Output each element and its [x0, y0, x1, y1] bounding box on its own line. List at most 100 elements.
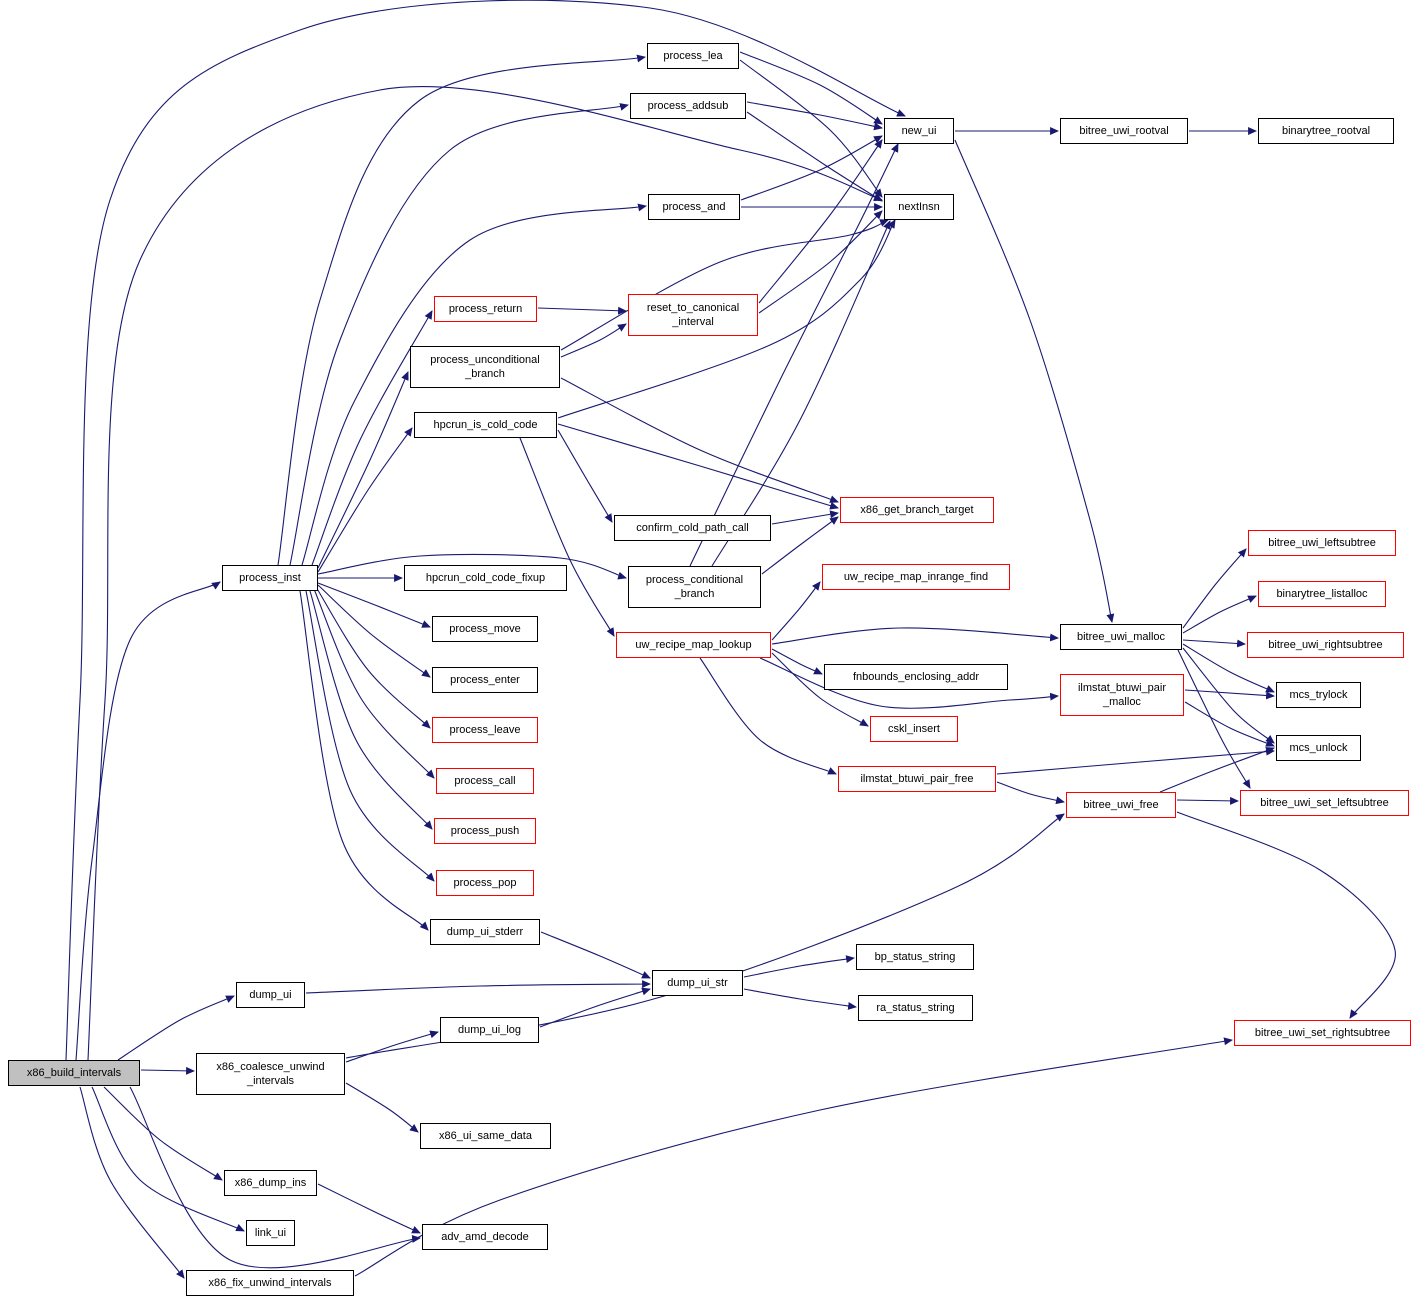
edge-dump_ui_stderr--dump_ui_str: [540, 931, 651, 979]
edge-new_ui--bitree_uwi_malloc: [954, 139, 1115, 623]
node-cskl_insert[interactable]: cskl_insert: [870, 716, 958, 742]
edge-process_lea--new_ui: [739, 51, 883, 125]
node-binarytree_listalloc[interactable]: binarytree_listalloc: [1258, 581, 1386, 607]
node-process_call[interactable]: process_call: [436, 768, 534, 794]
edge-hpcrun_is_cold_code--x86_get_branch_target: [557, 423, 839, 510]
node-bitree_uwi_malloc[interactable]: bitree_uwi_malloc: [1060, 624, 1182, 650]
edge-reset_to_canonical_interval--nextInsn: [758, 210, 883, 314]
edge-uw_recipe_map_lookup--ilmstat_btuwi_pair_free: [699, 657, 837, 775]
node-x86_get_branch_target[interactable]: x86_get_branch_target: [840, 497, 994, 523]
node-bitree_uwi_free[interactable]: bitree_uwi_free: [1066, 792, 1176, 818]
edge-x86_build_intervals--link_ui: [91, 1086, 245, 1232]
node-confirm_cold_path_call[interactable]: confirm_cold_path_call: [614, 515, 771, 541]
node-reset_to_canonical_interval[interactable]: reset_to_canonical _interval: [628, 294, 758, 336]
edge-process_addsub--new_ui: [746, 101, 883, 131]
node-process_enter[interactable]: process_enter: [432, 667, 538, 693]
edge-x86_build_intervals--dump_ui: [117, 995, 235, 1061]
node-x86_ui_same_data[interactable]: x86_ui_same_data: [420, 1123, 551, 1149]
node-ilmstat_btuwi_pair_malloc[interactable]: ilmstat_btuwi_pair _malloc: [1060, 674, 1184, 716]
node-mcs_trylock[interactable]: mcs_trylock: [1276, 682, 1361, 708]
edge-x86_build_intervals--adv_amd_decode: [129, 1086, 421, 1269]
node-dump_ui_str[interactable]: dump_ui_str: [652, 970, 743, 996]
edge-process_inst--process_pop: [305, 590, 435, 882]
edge-ilmstat_btuwi_pair_malloc--mcs_trylock: [1184, 689, 1275, 700]
node-bitree_uwi_leftsubtree[interactable]: bitree_uwi_leftsubtree: [1248, 530, 1396, 556]
node-process_lea[interactable]: process_lea: [647, 43, 739, 69]
node-nextInsn[interactable]: nextInsn: [884, 194, 954, 220]
node-adv_amd_decode[interactable]: adv_amd_decode: [422, 1224, 548, 1250]
edge-confirm_cold_path_call--x86_get_branch_target: [771, 510, 839, 525]
node-bp_status_string[interactable]: bp_status_string: [856, 944, 974, 970]
edge-x86_build_intervals--x86_coalesce_unwind_intervals: [140, 1066, 195, 1075]
node-process_inst[interactable]: process_inst: [222, 565, 318, 591]
edge-process_conditional_branch--new_ui: [689, 143, 899, 567]
edge-bitree_uwi_malloc--bitree_uwi_set_leftsubtree: [1177, 649, 1251, 789]
edge-bitree_uwi_free--bitree_uwi_set_leftsubtree: [1176, 796, 1239, 805]
edge-process_and--new_ui: [740, 135, 883, 201]
node-new_ui[interactable]: new_ui: [884, 118, 954, 144]
edge-bitree_uwi_malloc--mcs_unlock: [1182, 647, 1275, 744]
edge-process_inst--process_return: [311, 310, 433, 566]
edge-x86_dump_ins--adv_amd_decode: [317, 1183, 421, 1234]
node-process_pop[interactable]: process_pop: [436, 870, 534, 896]
node-hpcrun_is_cold_code[interactable]: hpcrun_is_cold_code: [414, 412, 557, 438]
node-bitree_uwi_set_rightsubtree[interactable]: bitree_uwi_set_rightsubtree: [1234, 1020, 1411, 1046]
edge-x86_build_intervals--nextInsn: [87, 86, 883, 1061]
edge-bitree_uwi_malloc--bitree_uwi_rightsubtree: [1182, 639, 1246, 648]
edge-process_inst--process_and: [301, 203, 647, 566]
node-x86_build_intervals[interactable]: x86_build_intervals: [8, 1060, 140, 1086]
edge-process_inst--process_leave: [315, 586, 431, 729]
node-bitree_uwi_rootval[interactable]: bitree_uwi_rootval: [1060, 118, 1188, 144]
node-x86_dump_ins[interactable]: x86_dump_ins: [224, 1170, 317, 1196]
node-link_ui[interactable]: link_ui: [246, 1220, 295, 1246]
edge-ilmstat_btuwi_pair_malloc--mcs_unlock: [1184, 701, 1275, 747]
edge-ilmstat_btuwi_pair_free--mcs_unlock: [996, 747, 1275, 775]
edge-process_return--reset_to_canonical_interval: [537, 306, 627, 315]
node-process_addsub[interactable]: process_addsub: [630, 93, 746, 119]
edge-process_inst--process_call: [313, 588, 435, 779]
node-process_push[interactable]: process_push: [434, 818, 536, 844]
edge-x86_build_intervals--x86_dump_ins: [103, 1086, 223, 1181]
edge-process_inst--process_lea: [277, 54, 646, 566]
node-dump_ui_stderr[interactable]: dump_ui_stderr: [430, 919, 540, 945]
edge-dump_ui--dump_ui_str: [305, 980, 651, 994]
edge-dump_ui_str--ra_status_string: [743, 988, 857, 1010]
node-process_and[interactable]: process_and: [648, 194, 740, 220]
node-ilmstat_btuwi_pair_free[interactable]: ilmstat_btuwi_pair_free: [838, 766, 996, 792]
edge-x86_coalesce_unwind_intervals--x86_ui_same_data: [345, 1082, 419, 1133]
node-uw_recipe_map_inrange_find[interactable]: uw_recipe_map_inrange_find: [822, 564, 1010, 590]
node-ra_status_string[interactable]: ra_status_string: [858, 995, 973, 1021]
edge-x86_coalesce_unwind_intervals--dump_ui_log: [345, 1030, 439, 1063]
edge-process_addsub--nextInsn: [746, 111, 883, 202]
node-x86_fix_unwind_intervals[interactable]: x86_fix_unwind_intervals: [186, 1270, 354, 1296]
node-hpcrun_cold_code_fixup[interactable]: hpcrun_cold_code_fixup: [404, 565, 567, 591]
node-process_return[interactable]: process_return: [434, 296, 537, 322]
edge-hpcrun_is_cold_code--uw_recipe_map_lookup: [519, 437, 615, 637]
edge-process_inst--process_addsub: [289, 103, 629, 566]
node-process_unconditional_branch[interactable]: process_unconditional _branch: [410, 346, 560, 388]
node-uw_recipe_map_lookup[interactable]: uw_recipe_map_lookup: [616, 632, 771, 658]
node-mcs_unlock[interactable]: mcs_unlock: [1276, 735, 1361, 761]
edge-bitree_uwi_free--bitree_uwi_set_rightsubtree: [1176, 811, 1396, 1019]
edge-bitree_uwi_free--mcs_unlock: [1159, 747, 1275, 793]
node-binarytree_rootval[interactable]: binarytree_rootval: [1258, 118, 1394, 144]
edge-uw_recipe_map_lookup--uw_recipe_map_inrange_find: [771, 581, 821, 641]
node-dump_ui_log[interactable]: dump_ui_log: [440, 1017, 539, 1043]
edge-dump_ui_str--bp_status_string: [743, 955, 855, 978]
node-bitree_uwi_set_leftsubtree[interactable]: bitree_uwi_set_leftsubtree: [1240, 790, 1409, 816]
edge-hpcrun_is_cold_code--nextInsn: [557, 219, 896, 419]
node-process_leave[interactable]: process_leave: [432, 717, 538, 743]
node-fnbounds_enclosing_addr[interactable]: fnbounds_enclosing_addr: [824, 664, 1008, 690]
node-bitree_uwi_rightsubtree[interactable]: bitree_uwi_rightsubtree: [1247, 632, 1404, 658]
node-process_move[interactable]: process_move: [432, 616, 538, 642]
node-process_conditional_branch[interactable]: process_conditional _branch: [628, 566, 761, 608]
node-dump_ui[interactable]: dump_ui: [236, 982, 305, 1008]
node-x86_coalesce_unwind_intervals[interactable]: x86_coalesce_unwind _intervals: [196, 1053, 345, 1095]
edge-process_unconditional_branch--x86_get_branch_target: [560, 377, 839, 503]
edge-process_inst--process_unconditional_branch: [317, 371, 409, 569]
edge-x86_build_intervals--new_ui: [65, 0, 906, 1061]
edge-dump_ui_log--dump_ui_str: [539, 987, 651, 1028]
edge-process_lea--nextInsn: [739, 59, 883, 198]
